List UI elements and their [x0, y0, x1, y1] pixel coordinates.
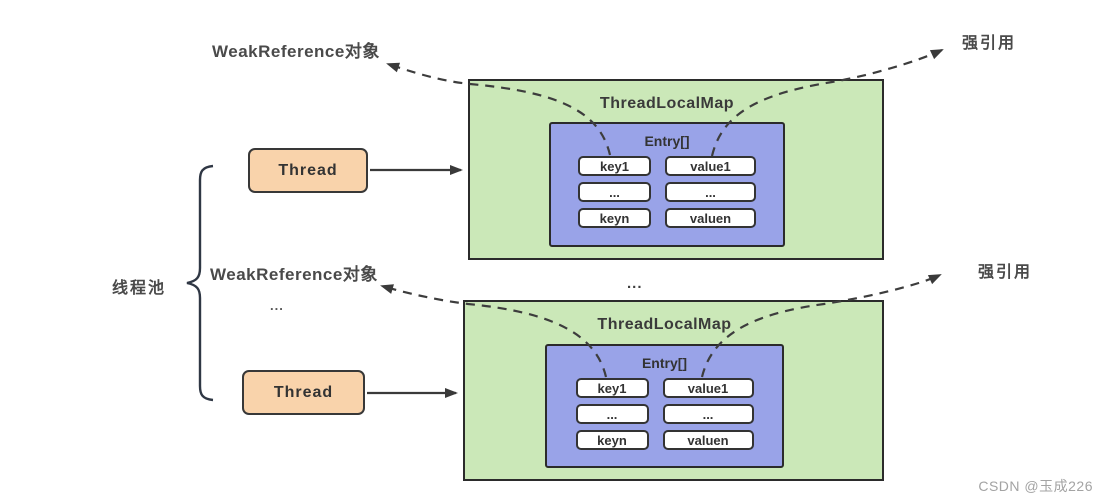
entry-value-cell: valuen	[665, 208, 756, 228]
entry-key-cell: key1	[578, 156, 651, 176]
thread-box-2: Thread	[242, 370, 365, 415]
entry-row: keyn valuen	[578, 208, 756, 228]
thread-pool-label: 线程池	[112, 280, 167, 297]
entry-key-cell: keyn	[575, 430, 649, 450]
thread-box-1-label: Thread	[278, 161, 338, 179]
entry-value-cell: value1	[665, 156, 756, 176]
entry-row: key1 value1	[578, 156, 756, 176]
entry-row: ... ...	[578, 182, 756, 202]
strong-reference-label-bottom: 强引用	[978, 264, 1033, 281]
weak-reference-label-top: WeakReference对象	[212, 42, 380, 61]
entry-value-cell: valuen	[662, 430, 754, 450]
entry-row: keyn valuen	[575, 430, 754, 450]
threadlocalmap-title-2: ThreadLocalMap	[597, 316, 732, 333]
csdn-watermark: CSDN @玉成226	[978, 478, 1093, 494]
entry-grid-2: key1 value1 ... ... keyn valuen	[547, 378, 782, 450]
entry-key-cell: ...	[578, 182, 651, 202]
entry-array-title-2: Entry[]	[641, 355, 688, 371]
entry-row: key1 value1	[575, 378, 754, 398]
entry-row: ... ...	[575, 404, 754, 424]
threadlocalmap-title-1: ThreadLocalMap	[599, 95, 735, 112]
thread-box-1: Thread	[248, 148, 368, 193]
entry-value-cell: ...	[662, 404, 754, 424]
threadlocalmap-box-1: ThreadLocalMap Entry[] key1 value1 ... .…	[468, 79, 884, 260]
entry-array-title-1: Entry[]	[644, 133, 690, 149]
entry-array-box-1: Entry[] key1 value1 ... ... keyn valuen	[549, 122, 785, 247]
weak-reference-label-bottom: WeakReference对象	[210, 265, 378, 284]
thread-box-2-label: Thread	[273, 383, 334, 401]
entry-value-cell: value1	[662, 378, 754, 398]
entry-array-box-2: Entry[] key1 value1 ... ... keyn valuen	[545, 344, 784, 468]
threads-ellipsis: ...	[270, 298, 284, 313]
entry-value-cell: ...	[665, 182, 756, 202]
entry-key-cell: ...	[575, 404, 649, 424]
entry-grid-1: key1 value1 ... ... keyn valuen	[551, 156, 783, 228]
entry-key-cell: key1	[575, 378, 649, 398]
threadlocalmap-box-2: ThreadLocalMap Entry[] key1 value1 ... .…	[463, 300, 884, 481]
entry-key-cell: keyn	[578, 208, 651, 228]
strong-reference-label-top: 强引用	[962, 35, 1017, 52]
maps-ellipsis: ...	[627, 275, 643, 292]
